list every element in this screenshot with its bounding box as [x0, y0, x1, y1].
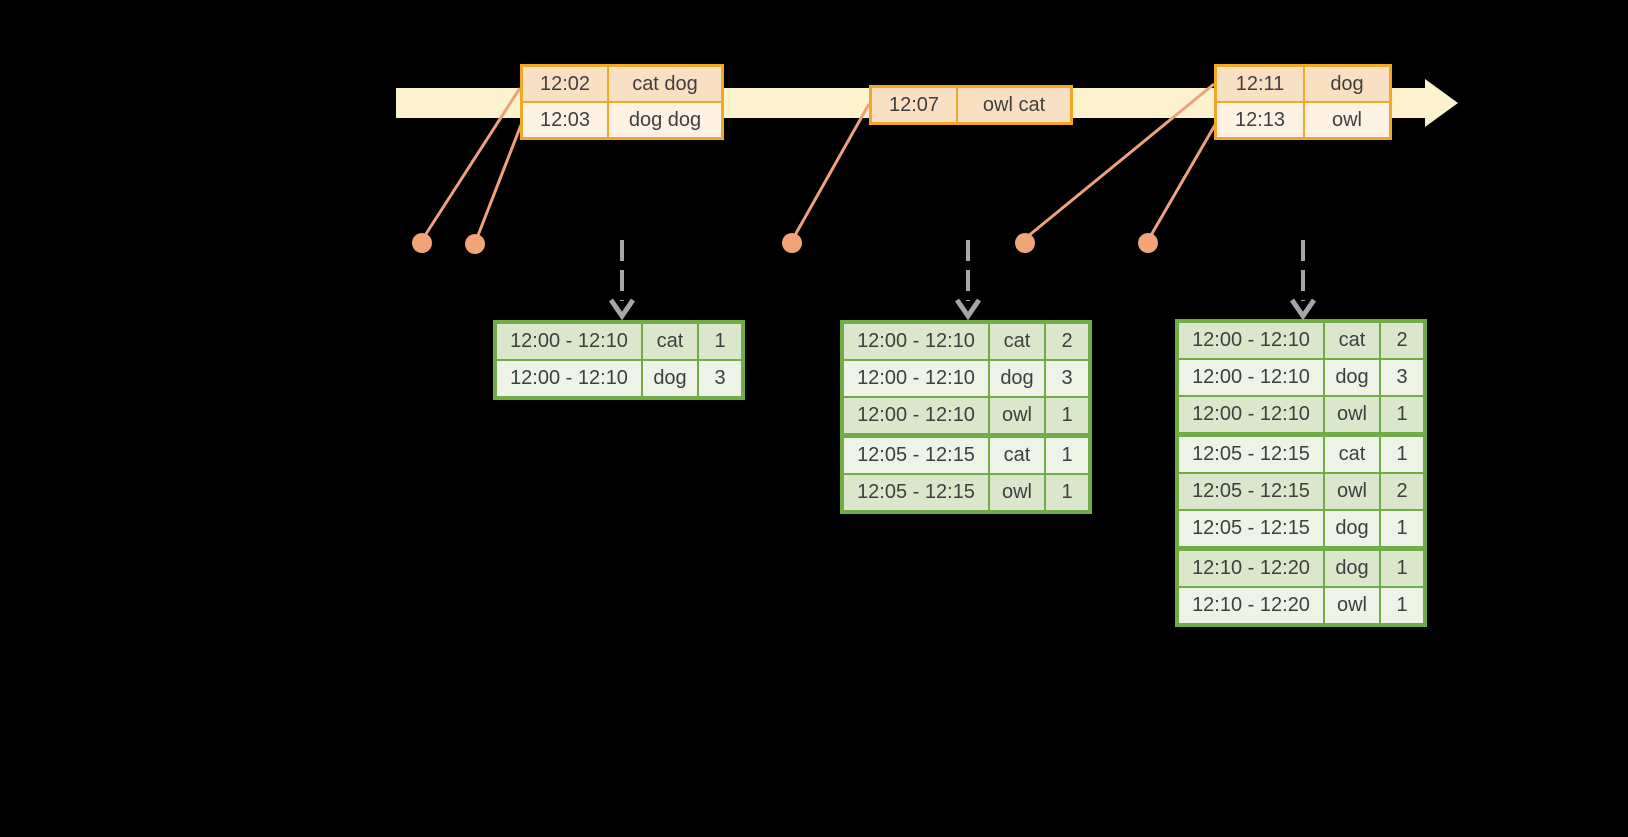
event-row: 12:03 dog dog [520, 101, 724, 140]
count-cell: 1 [697, 321, 744, 361]
window-cell: 12:05 - 12:15 [841, 433, 990, 475]
event-time-cell: 12:02 [520, 64, 609, 103]
result-row: 12:10 - 12:20 owl 1 [1176, 586, 1426, 626]
result-table-1: 12:00 - 12:10 cat 1 12:00 - 12:10 dog 3 [493, 320, 745, 400]
word-cell: cat [1323, 320, 1381, 360]
event-dot [412, 233, 432, 253]
result-row: 12:05 - 12:15 cat 1 [841, 433, 1091, 475]
word-cell: owl [988, 396, 1046, 437]
event-connector-line [475, 124, 523, 239]
event-words-cell: cat dog [607, 64, 724, 103]
word-cell: owl [988, 473, 1046, 513]
count-cell: 1 [1044, 433, 1091, 475]
window-cell: 12:10 - 12:20 [1176, 586, 1325, 626]
word-cell: cat [641, 321, 699, 361]
word-cell: owl [1323, 472, 1381, 511]
count-cell: 3 [1044, 359, 1091, 398]
word-cell: dog [1323, 546, 1381, 588]
trigger-arrow-head-icon [608, 298, 636, 321]
count-cell: 1 [1379, 509, 1426, 550]
event-dot [1015, 233, 1035, 253]
event-dot [465, 234, 485, 254]
event-connector-line [792, 103, 871, 238]
window-cell: 12:00 - 12:10 [841, 321, 990, 361]
event-row: 12:13 owl [1214, 101, 1392, 140]
result-row: 12:00 - 12:10 cat 1 [494, 321, 744, 361]
word-cell: dog [641, 359, 699, 399]
window-cell: 12:00 - 12:10 [1176, 320, 1325, 360]
trigger-arrow-head-icon [954, 298, 982, 321]
result-table-3: 12:00 - 12:10 cat 2 12:00 - 12:10 dog 3 … [1175, 319, 1427, 627]
word-cell: cat [1323, 432, 1381, 474]
event-connector-line [1148, 124, 1217, 238]
word-cell: cat [988, 433, 1046, 475]
result-row: 12:05 - 12:15 owl 2 [1176, 472, 1426, 511]
event-row: 12:02 cat dog [520, 64, 724, 103]
word-cell: dog [988, 359, 1046, 398]
count-cell: 1 [1379, 432, 1426, 474]
event-time-cell: 12:07 [869, 85, 958, 125]
event-time-cell: 12:11 [1214, 64, 1305, 103]
event-table-1: 12:02 cat dog 12:03 dog dog [520, 64, 724, 140]
count-cell: 2 [1379, 320, 1426, 360]
event-time-cell: 12:03 [520, 101, 609, 140]
window-cell: 12:05 - 12:15 [1176, 472, 1325, 511]
count-cell: 1 [1379, 546, 1426, 588]
result-row: 12:00 - 12:10 dog 3 [841, 359, 1091, 398]
event-words-cell: owl cat [956, 85, 1073, 125]
word-cell: cat [988, 321, 1046, 361]
result-row: 12:05 - 12:15 dog 1 [1176, 509, 1426, 550]
window-cell: 12:00 - 12:10 [1176, 358, 1325, 397]
result-row: 12:00 - 12:10 dog 3 [494, 359, 744, 399]
trigger-arrow-head-icon [1289, 298, 1317, 321]
window-cell: 12:00 - 12:10 [494, 321, 643, 361]
word-cell: dog [1323, 509, 1381, 550]
event-time-cell: 12:13 [1214, 101, 1305, 140]
count-cell: 2 [1379, 472, 1426, 511]
result-row: 12:10 - 12:20 dog 1 [1176, 546, 1426, 588]
result-row: 12:00 - 12:10 dog 3 [1176, 358, 1426, 397]
event-words-cell: owl [1303, 101, 1392, 140]
count-cell: 1 [1044, 473, 1091, 513]
window-cell: 12:05 - 12:15 [1176, 509, 1325, 550]
word-cell: owl [1323, 395, 1381, 436]
result-row: 12:05 - 12:15 owl 1 [841, 473, 1091, 513]
event-table-2: 12:07 owl cat [869, 85, 1073, 125]
event-words-cell: dog dog [607, 101, 724, 140]
result-row: 12:00 - 12:10 cat 2 [1176, 320, 1426, 360]
timeline-arrow-head-icon [1425, 79, 1458, 127]
event-dot [1138, 233, 1158, 253]
result-table-2: 12:00 - 12:10 cat 2 12:00 - 12:10 dog 3 … [840, 320, 1092, 514]
event-connector-line [1026, 82, 1215, 239]
word-cell: dog [1323, 358, 1381, 397]
result-row: 12:00 - 12:10 cat 2 [841, 321, 1091, 361]
event-connector-line [422, 87, 522, 238]
event-words-cell: dog [1303, 64, 1392, 103]
count-cell: 2 [1044, 321, 1091, 361]
event-dot [782, 233, 802, 253]
count-cell: 1 [1379, 395, 1426, 436]
count-cell: 1 [1379, 586, 1426, 626]
word-cell: owl [1323, 586, 1381, 626]
count-cell: 3 [697, 359, 744, 399]
window-cell: 12:00 - 12:10 [841, 396, 990, 437]
count-cell: 3 [1379, 358, 1426, 397]
result-row: 12:05 - 12:15 cat 1 [1176, 432, 1426, 474]
event-table-3: 12:11 dog 12:13 owl [1214, 64, 1392, 140]
event-row: 12:11 dog [1214, 64, 1392, 103]
window-cell: 12:10 - 12:20 [1176, 546, 1325, 588]
window-cell: 12:00 - 12:10 [1176, 395, 1325, 436]
result-row: 12:00 - 12:10 owl 1 [1176, 395, 1426, 436]
window-cell: 12:00 - 12:10 [841, 359, 990, 398]
count-cell: 1 [1044, 396, 1091, 437]
window-cell: 12:00 - 12:10 [494, 359, 643, 399]
window-cell: 12:05 - 12:15 [841, 473, 990, 513]
event-row: 12:07 owl cat [869, 85, 1073, 125]
window-cell: 12:05 - 12:15 [1176, 432, 1325, 474]
result-row: 12:00 - 12:10 owl 1 [841, 396, 1091, 437]
